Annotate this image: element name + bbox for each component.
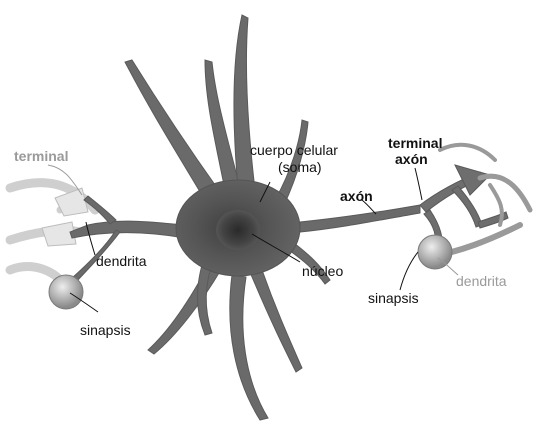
label-sinapsis-left: sinapsis xyxy=(80,322,131,338)
synapse-left xyxy=(49,275,83,309)
label-terminal-axon-line2: axón xyxy=(395,151,428,167)
label-terminal-axon-line1: terminal xyxy=(388,135,442,151)
synapse-right xyxy=(418,235,452,269)
label-sinapsis-right: sinapsis xyxy=(368,290,419,306)
label-terminal-left: terminal xyxy=(14,148,68,164)
left-terminal-bulbs xyxy=(42,188,88,246)
label-nucleo: núcleo xyxy=(302,263,343,279)
label-dendrita-right: dendrita xyxy=(456,273,507,289)
label-dendrita-left: dendrita xyxy=(96,253,147,269)
label-cuerpo-celular: cuerpo celular xyxy=(250,142,338,158)
label-soma: (soma) xyxy=(278,159,322,175)
axon xyxy=(300,205,420,232)
label-axon: axón xyxy=(340,188,373,204)
nucleus xyxy=(216,210,260,250)
